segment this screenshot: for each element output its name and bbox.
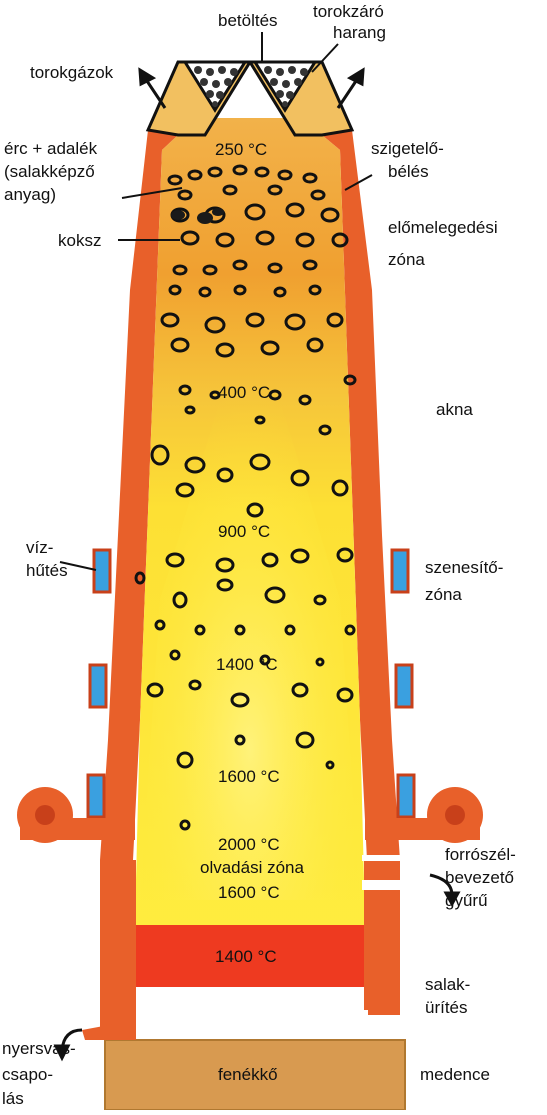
label-iron-1: nyersvas- [2, 1039, 76, 1058]
label-iron-2: csapo- [2, 1065, 53, 1084]
label-ore-3: anyag) [4, 185, 56, 204]
label-slag-1: salak- [425, 975, 470, 994]
top-gas-arrow-right [338, 70, 363, 108]
label-carbur-2: zóna [425, 585, 462, 604]
label-water-1: víz- [26, 538, 53, 557]
label-bottom: fenékkő [218, 1065, 278, 1084]
label-top-gas: torokgázok [30, 63, 114, 82]
temp-1600a: 1600 °C [218, 767, 280, 786]
label-iron-3: lás [2, 1089, 24, 1108]
label-tuyere-1: forrószél- [445, 845, 516, 864]
label-ore-1: érc + adalék [4, 139, 98, 158]
temp-2000: 2000 °C [218, 835, 280, 854]
temp-1400a: 1400 °C [216, 655, 278, 674]
label-lining-2: bélés [388, 162, 429, 181]
temp-900: 900 °C [218, 522, 270, 541]
temp-1600b: 1600 °C [218, 883, 280, 902]
top-gas-arrow-left [140, 70, 165, 108]
hearth-notch-right [362, 855, 402, 861]
label-preheat-2: zóna [388, 250, 425, 269]
label-slag-2: ürítés [425, 998, 468, 1017]
label-bell-2: harang [333, 23, 386, 42]
label-water-2: hűtés [26, 561, 68, 580]
label-coke: koksz [58, 231, 101, 250]
label-tuyere-2: bevezető [445, 868, 514, 887]
label-tuyere-3: gyűrű [445, 891, 488, 910]
label-charging: betöltés [218, 11, 278, 30]
temp-1400b: 1400 °C [215, 947, 277, 966]
temp-250: 250 °C [215, 140, 267, 159]
label-ore-2: (salakképző [4, 162, 95, 181]
label-preheat-1: előmelegedési [388, 218, 498, 237]
label-carbur-1: szenesítő- [425, 558, 503, 577]
label-hearth: medence [420, 1065, 490, 1084]
slag-outlet [362, 880, 412, 890]
temp-melt-zone: olvadási zóna [200, 858, 305, 877]
hearth-wall-left [100, 860, 136, 1030]
temp-400: 400 °C [218, 383, 270, 402]
label-bell-1: torokzáró [313, 2, 384, 21]
label-shaft: akna [436, 400, 473, 419]
label-lining-1: szigetelő- [371, 139, 444, 158]
